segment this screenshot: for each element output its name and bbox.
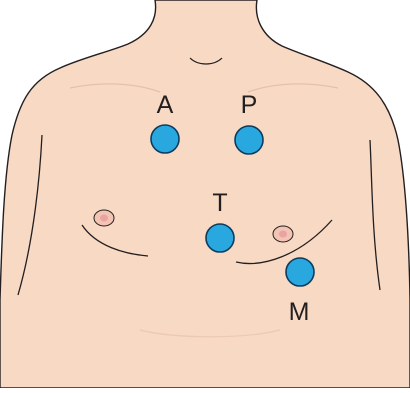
marker-label-mitral: M	[289, 298, 310, 326]
left-nipple	[94, 210, 114, 226]
marker-label-aortic: A	[157, 91, 174, 119]
marker-label-tricuspid: T	[212, 189, 227, 217]
marker-label-pulmonic: P	[241, 91, 258, 119]
right-nipple	[273, 226, 293, 242]
